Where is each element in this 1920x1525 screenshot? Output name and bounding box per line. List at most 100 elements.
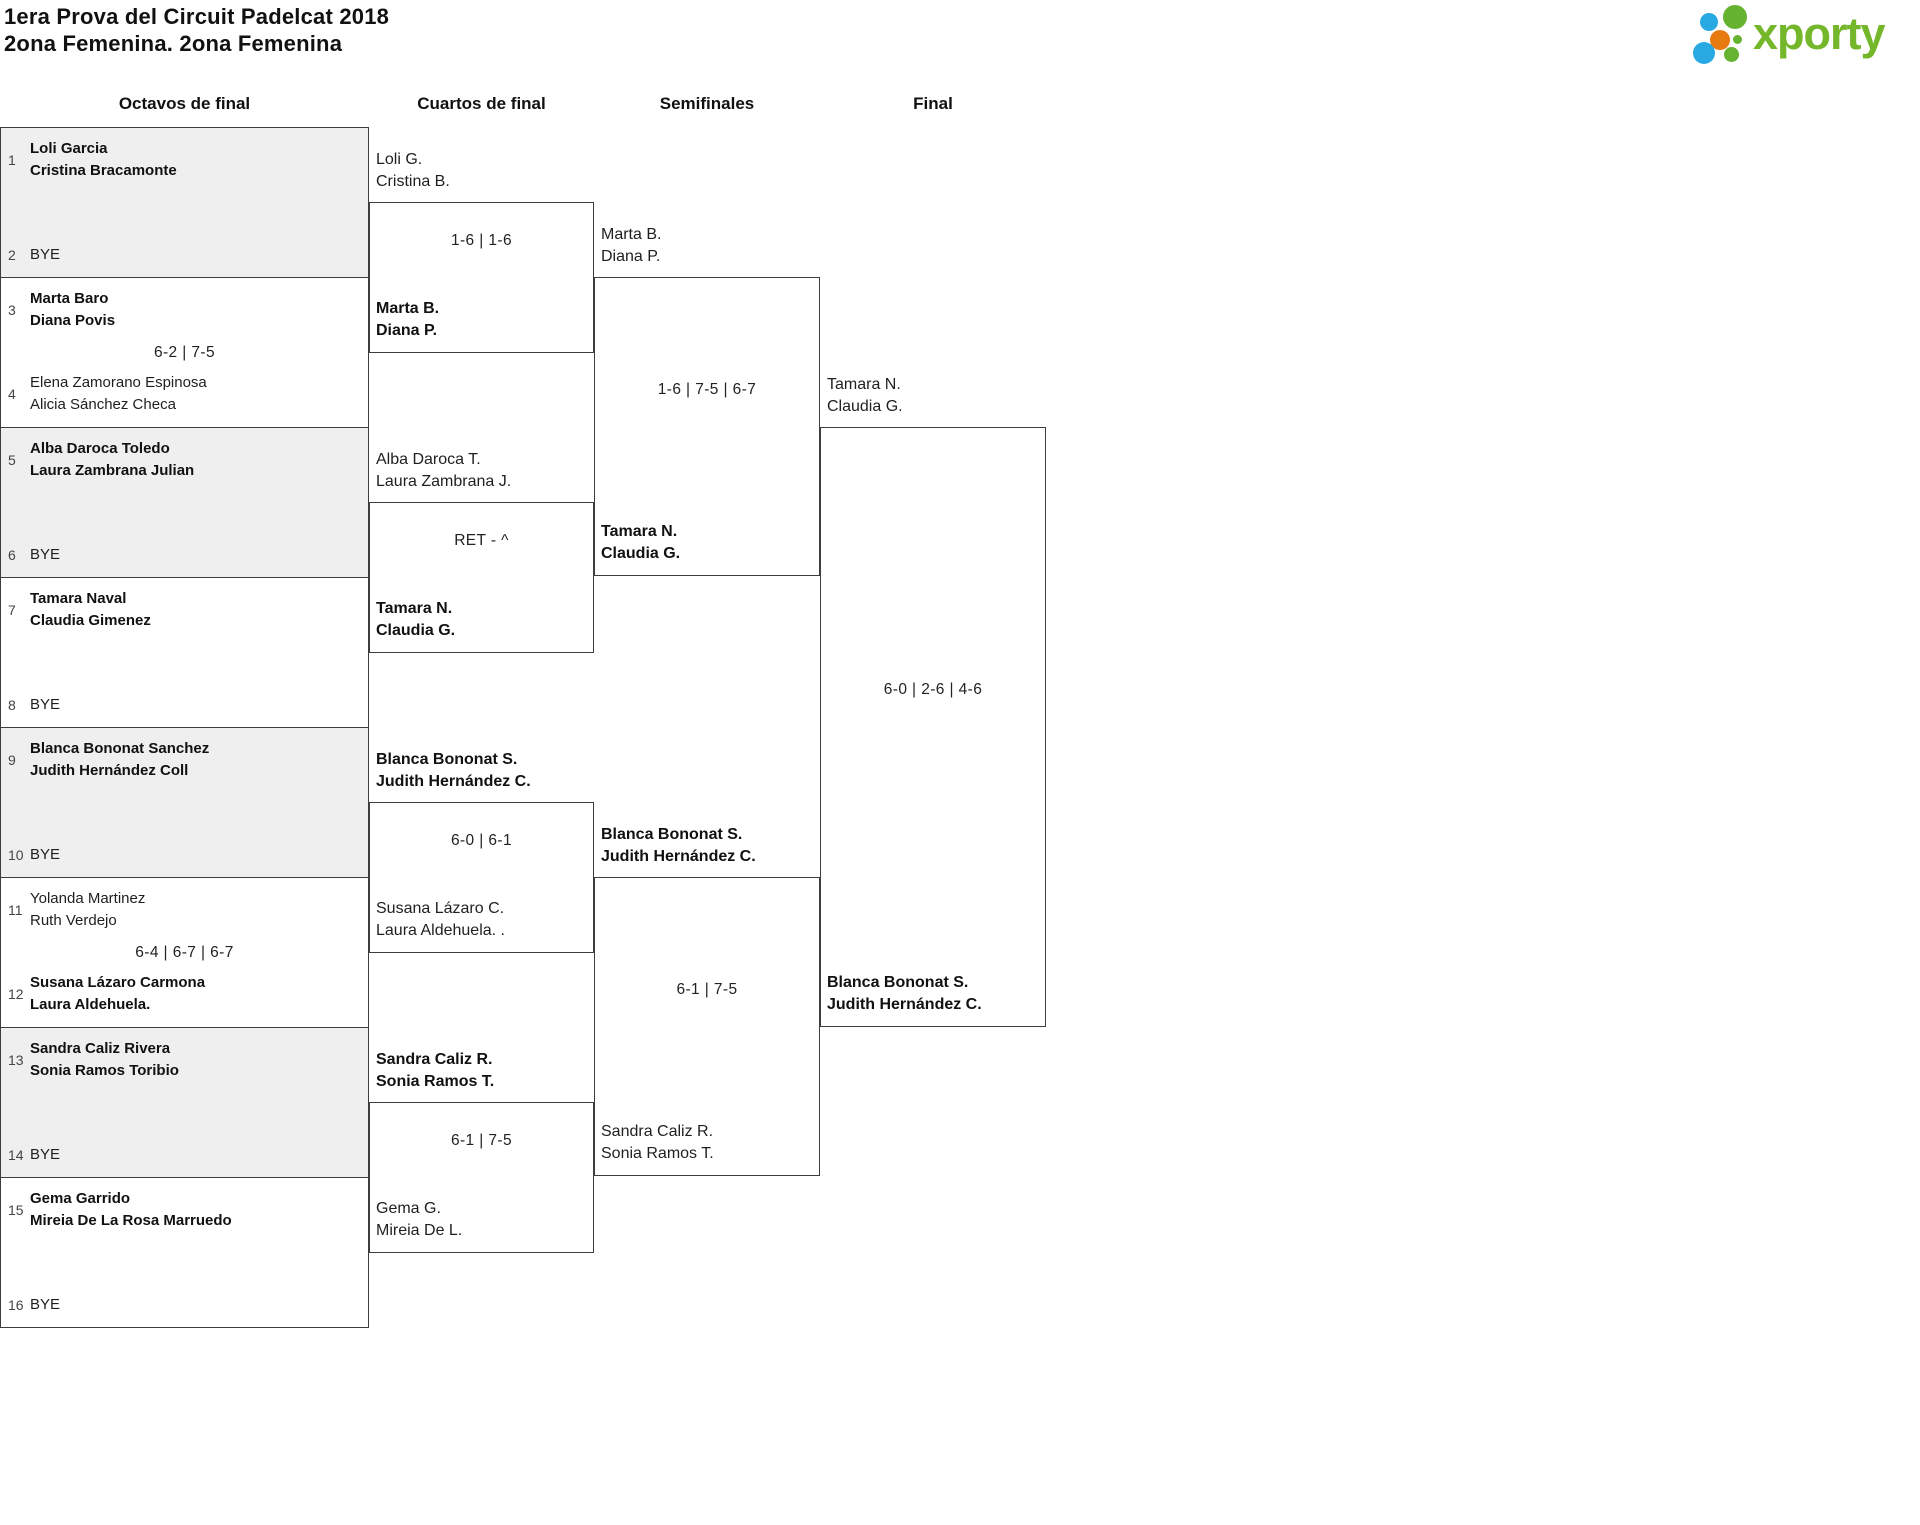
seed-number: 14 — [8, 1147, 24, 1163]
team-name: Loli Garcia — [30, 140, 108, 157]
team-name: BYE — [30, 1296, 61, 1313]
team-name: Blanca Bononat S. — [827, 974, 969, 991]
sf-match-2: Blanca Bononat S.Judith Hernández C. 6-1… — [594, 826, 820, 1176]
qf-match-3: Blanca Bononat S.Judith Hernández C. 6-0… — [369, 751, 594, 953]
team-label-bottom: Sandra Caliz R. Sonia Ramos T. — [601, 1121, 714, 1165]
team-name: Blanca Bononat Sanchez — [30, 740, 210, 757]
seed-number: 7 — [8, 602, 16, 618]
team-name: Sonia Ramos T. — [601, 1145, 714, 1162]
round-header-octavos: Octavos de final — [118, 94, 251, 113]
match-score: 6-0 | 2-6 | 4-6 — [883, 681, 983, 698]
seed-number: 11 — [8, 902, 23, 918]
logo-dot-green-icon — [1724, 47, 1739, 62]
xporty-logo[interactable]: xporty — [1686, 2, 1916, 74]
team-name: Sandra Caliz R. — [601, 1123, 714, 1140]
team-label-bottom: Marta B.Diana P. — [376, 298, 439, 342]
match-score: 1-6 | 1-6 — [450, 231, 513, 249]
bracket-team: 8 BYE — [1, 694, 60, 716]
team-name: Diana Povis — [30, 312, 116, 329]
team-name: Claudia G. — [376, 622, 456, 639]
team-name: Claudia G. — [827, 398, 903, 415]
team-label-bottom: Tamara N. Claudia G. — [601, 521, 680, 565]
team-name: Yolanda Martinez — [30, 890, 146, 907]
team-name: Mireia De La Rosa Marruedo — [30, 1212, 232, 1229]
team-name: Sandra Caliz Rivera — [30, 1040, 171, 1057]
team-name: Judith Hernández C. — [601, 848, 756, 865]
match-score: 6-1 | 7-5 — [450, 1131, 513, 1149]
team-name: Gema G. — [376, 1200, 441, 1217]
page-subtitle: 2ona Femenina. 2ona Femenina — [4, 31, 343, 56]
team-label-bottom: Blanca Bononat S.Judith Hernández C. — [827, 972, 982, 1016]
seed-number: 3 — [8, 302, 16, 318]
logo-dot-blue-icon — [1693, 42, 1715, 64]
bracket-team: 2 BYE — [1, 244, 60, 266]
team-label-bottom: Gema G. Mireia De L. — [376, 1198, 462, 1242]
team-name: Marta B. — [601, 226, 662, 243]
qf-match-1: Loli G.Cristina B. 1-6 | 1-6 Marta B.Dia… — [369, 151, 594, 353]
seed-number: 16 — [8, 1297, 24, 1313]
team-name: Susana Lázaro C. — [376, 900, 505, 917]
team-name: Loli G. — [376, 151, 423, 168]
round-header-final: Final — [913, 94, 953, 113]
team-name: BYE — [30, 546, 61, 563]
team-name: Diana P. — [601, 248, 661, 265]
seed-number: 9 — [8, 752, 16, 768]
logo-dot-green-icon — [1723, 5, 1747, 29]
team-label-top: Alba Daroca T.Laura Zambrana J. — [376, 449, 511, 493]
bracket-team: 14 BYE — [1, 1144, 60, 1166]
team-label-top: Sandra Caliz R.Sonia Ramos T. — [376, 1049, 494, 1093]
team-name: Claudia G. — [601, 545, 681, 562]
logo-dot-orange-icon — [1710, 30, 1730, 50]
logo-dot-blue-icon — [1700, 13, 1718, 31]
team-name: Mireia De L. — [376, 1222, 463, 1239]
logo-dot-green-icon — [1733, 35, 1742, 44]
team-name: Ruth Verdejo — [30, 912, 117, 929]
seed-number: 1 — [8, 152, 16, 168]
seed-number: 4 — [8, 386, 16, 402]
team-name: Marta Baro — [30, 290, 109, 307]
team-label-top: Tamara N.Claudia G. — [827, 374, 903, 418]
team-name: Gema Garrido — [30, 1190, 131, 1207]
match-score: 1-6 | 7-5 | 6-7 — [657, 380, 757, 398]
match-score: 6-2 | 7-5 — [153, 343, 216, 361]
team-label-top: Loli G.Cristina B. — [376, 149, 450, 193]
team-name: Diana P. — [376, 322, 438, 339]
match-score: 6-4 | 6-7 | 6-7 — [135, 943, 234, 961]
team-name: Cristina Bracamonte — [30, 162, 177, 179]
qf-match-4: Sandra Caliz R.Sonia Ramos T. 6-1 | 7-5 … — [369, 1051, 594, 1253]
match-score: RET - ^ — [454, 531, 509, 549]
seed-number: 10 — [8, 847, 24, 863]
team-name: Alicia Sánchez Checa — [30, 396, 176, 413]
team-name: Blanca Bononat S. — [376, 751, 518, 768]
seed-number: 13 — [8, 1052, 24, 1068]
team-name: Sandra Caliz R. — [376, 1051, 493, 1068]
logo-wordmark: xporty — [1753, 8, 1886, 59]
team-name: Alba Daroca Toledo — [30, 440, 170, 457]
title-block: 1era Prova del Circuit Padelcat 2018 2on… — [4, 3, 389, 57]
seed-number: 15 — [8, 1202, 24, 1218]
sf-match-1: Marta B. Diana P. 1-6 | 7-5 | 6-7 Tamara … — [594, 226, 820, 576]
team-label-top: Marta B. Diana P. — [601, 224, 661, 268]
team-label-top: Blanca Bononat S.Judith Hernández C. — [601, 824, 756, 868]
team-name: Alba Daroca T. — [376, 451, 481, 468]
bracket-team: 16 BYE — [1, 1294, 60, 1316]
team-name: Tamara N. — [601, 523, 678, 540]
page-title: 1era Prova del Circuit Padelcat 2018 — [4, 4, 390, 29]
team-label-top: Blanca Bononat S. Judith Hernández C. — [376, 749, 531, 793]
seed-number: 12 — [8, 986, 24, 1002]
final-match: Tamara N.Claudia G. 6-0 | 2-6 | 4-6 Blan… — [820, 376, 1046, 1027]
team-name: Judith Hernández C. — [376, 773, 531, 790]
team-name: Tamara N. — [376, 600, 453, 617]
